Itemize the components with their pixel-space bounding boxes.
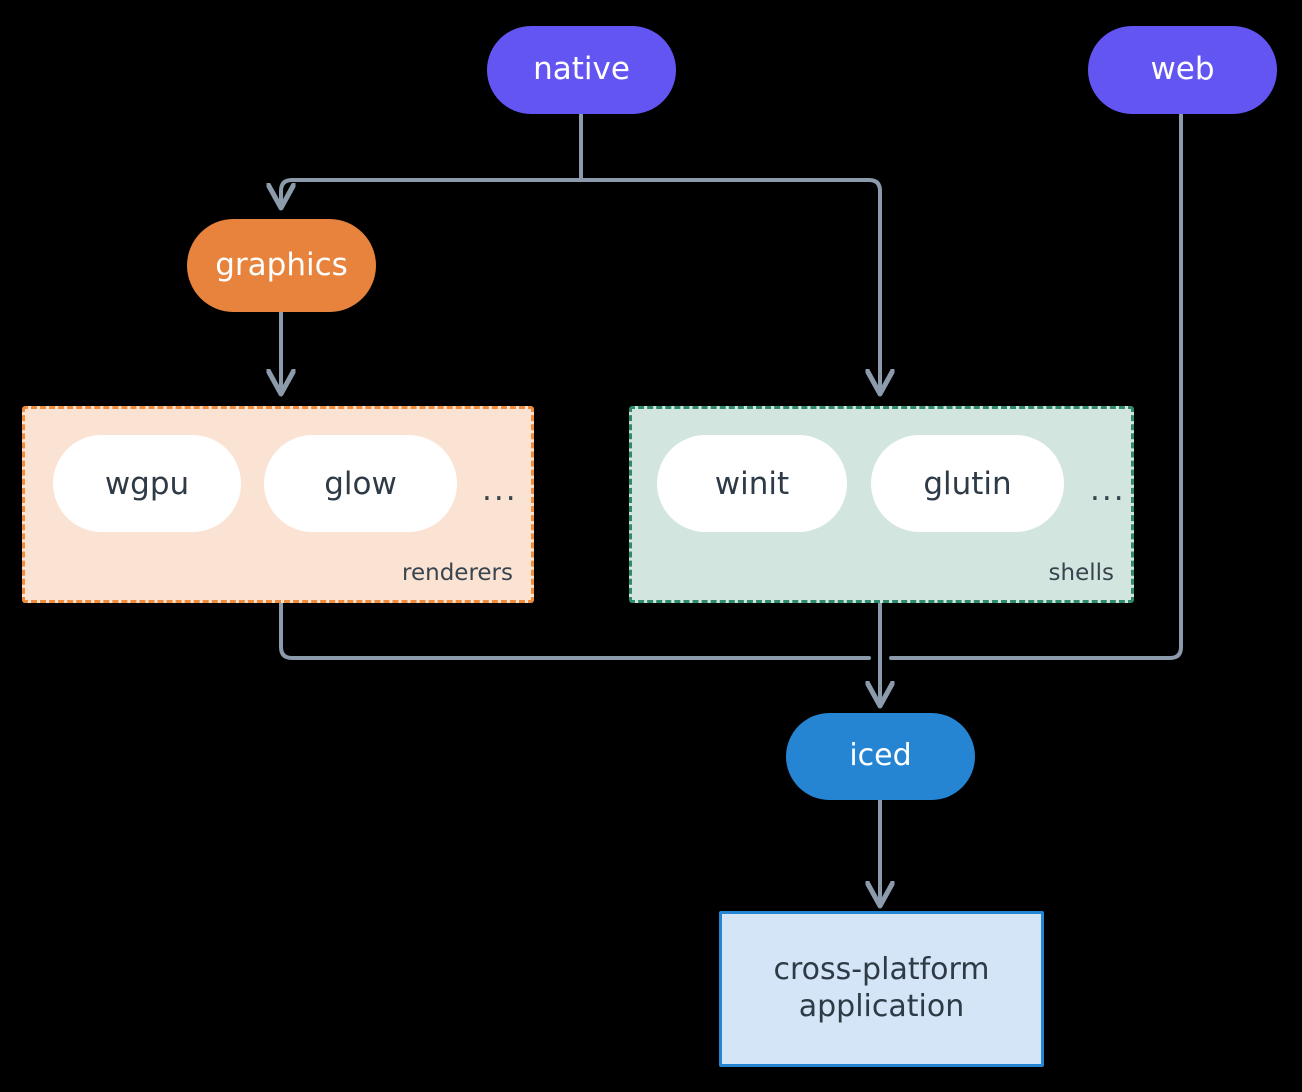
leaf-glutin-label: glutin [923, 465, 1012, 502]
node-iced[interactable]: iced [786, 713, 975, 800]
leaf-glow-label: glow [324, 465, 397, 502]
edge-renderers-to-merge [279, 602, 871, 660]
leaf-glow[interactable]: glow [264, 435, 457, 532]
node-graphics-label: graphics [215, 246, 348, 283]
group-shells: winit glutin ... shells [629, 406, 1134, 603]
leaf-glutin[interactable]: glutin [871, 435, 1064, 532]
leaf-wgpu-label: wgpu [104, 465, 190, 502]
leaf-winit[interactable]: winit [657, 435, 847, 532]
node-iced-label: iced [849, 738, 912, 774]
edge-native-to-shells [579, 178, 880, 392]
leaf-winit-label: winit [714, 465, 790, 502]
edge-native-to-graphics [281, 178, 583, 206]
node-application[interactable]: cross-platform application [719, 911, 1044, 1067]
group-renderers-label: renderers [402, 560, 513, 586]
group-shells-label: shells [1048, 560, 1114, 586]
node-graphics[interactable]: graphics [187, 219, 376, 312]
leaf-wgpu[interactable]: wgpu [53, 435, 241, 532]
shells-overflow-ellipsis: ... [1090, 472, 1126, 508]
node-native[interactable]: native [487, 26, 676, 114]
node-web[interactable]: web [1088, 26, 1277, 114]
node-application-label: cross-platform application [773, 952, 990, 1024]
renderers-overflow-ellipsis: ... [482, 472, 518, 508]
group-renderers: wgpu glow ... renderers [22, 406, 534, 603]
node-native-label: native [533, 51, 630, 88]
node-web-label: web [1150, 51, 1215, 88]
